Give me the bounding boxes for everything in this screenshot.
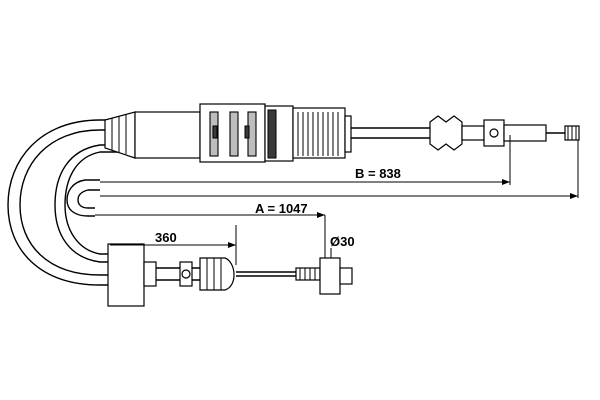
dimension-diameter-label: Ø30 (330, 234, 355, 249)
top-assembly (104, 103, 580, 163)
cable-sheath (7, 119, 150, 286)
dimension-360-label: 360 (155, 230, 177, 245)
inner-core-loop (66, 179, 100, 217)
ratchet-teeth (297, 112, 339, 156)
dimension-b-label: B = 838 (355, 166, 401, 181)
bottom-assembly (107, 243, 353, 307)
dimension-lines (95, 135, 579, 265)
dimension-a-label: A = 1047 (255, 201, 308, 216)
